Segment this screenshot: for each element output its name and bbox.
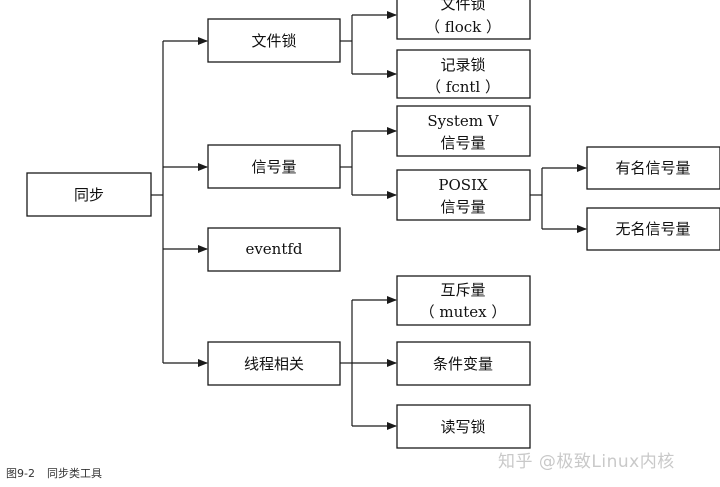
node-label: 同步 [74, 186, 104, 204]
node-label-line2: 信号量 [440, 134, 485, 152]
node-label: 有名信号量 [615, 159, 690, 177]
node-label-line1: 文件锁 [440, 0, 485, 13]
node-posix-semaphore: POSIX 信号量 [396, 169, 531, 221]
node-semaphore: 信号量 [207, 144, 341, 189]
node-label: eventfd [245, 240, 302, 258]
node-label-line1: 记录锁 [440, 56, 485, 74]
node-condition-variable: 条件变量 [396, 341, 531, 386]
node-label: 线程相关 [244, 355, 304, 373]
node-mutex: 互斥量 （ mutex ） [396, 275, 531, 326]
node-label-line1: System V [427, 112, 499, 130]
node-label-line2: （ flock ） [425, 18, 501, 36]
node-root-sync: 同步 [26, 172, 152, 217]
node-label: 信号量 [251, 158, 296, 176]
node-label: 读写锁 [440, 418, 485, 436]
figure-caption: 图9-2 同步类工具 [6, 465, 102, 481]
watermark: 知乎 @极致Linux内核 [498, 452, 675, 472]
figure-number: 图9-2 [6, 467, 35, 480]
node-flock: 文件锁 （ flock ） [396, 0, 531, 40]
node-system-v-semaphore: System V 信号量 [396, 105, 531, 157]
node-file-lock: 文件锁 [207, 18, 341, 63]
connectors [151, 11, 587, 430]
figure-title: 同步类工具 [46, 467, 102, 480]
node-label-line2: （ mutex ） [420, 303, 507, 321]
node-rw-lock: 读写锁 [396, 404, 531, 449]
node-label-line2: （ fcntl ） [426, 78, 500, 96]
node-unnamed-semaphore: 无名信号量 [586, 207, 720, 251]
node-label-line1: 互斥量 [440, 281, 485, 299]
node-label: 条件变量 [433, 355, 493, 373]
node-eventfd: eventfd [207, 227, 341, 272]
node-label-line2: 信号量 [440, 198, 485, 216]
node-thread-related: 线程相关 [207, 341, 341, 386]
node-named-semaphore: 有名信号量 [586, 146, 720, 190]
node-label: 文件锁 [251, 32, 296, 50]
node-fcntl: 记录锁 （ fcntl ） [396, 49, 531, 99]
node-label-line1: POSIX [438, 176, 488, 194]
node-label: 无名信号量 [615, 220, 690, 238]
